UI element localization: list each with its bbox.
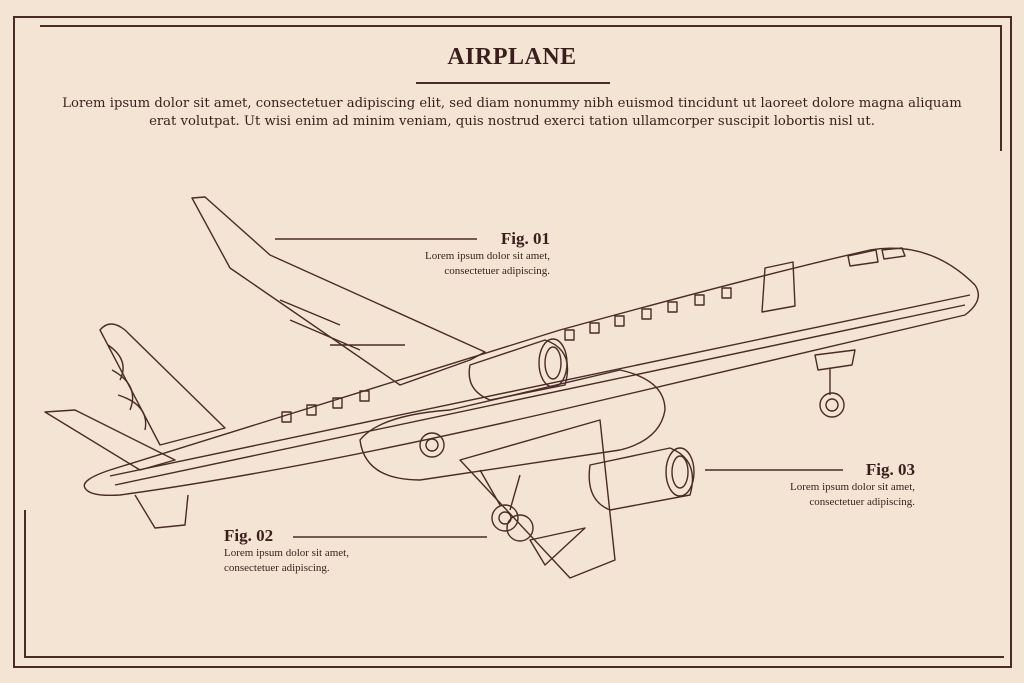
figure-text-line: Lorem ipsum dolor sit amet, <box>425 250 550 262</box>
engine-upper <box>468 338 569 401</box>
title-underline <box>416 82 610 84</box>
frame-outer-left <box>13 16 15 667</box>
lower-wing <box>459 419 616 579</box>
figure-label: Fig. 02 <box>224 526 274 545</box>
figure-03-callout: Fig. 03 Lorem ipsum dolor sit amet, cons… <box>790 460 915 510</box>
windows <box>281 287 732 423</box>
main-landing-gear <box>419 432 534 542</box>
figure-text-line: consectetuer adipiscing. <box>224 562 330 574</box>
figure-text-line: Lorem ipsum dolor sit amet, <box>790 481 915 493</box>
upper-wing <box>191 196 486 386</box>
frame-outer-right <box>1010 16 1012 668</box>
figure-text-line: consectetuer adipiscing. <box>809 496 915 508</box>
wing-fairing <box>359 369 666 481</box>
figure-label: Fig. 03 <box>865 460 915 479</box>
door <box>761 261 796 313</box>
vertical-tail <box>99 323 226 446</box>
cockpit-window <box>847 249 879 267</box>
intro-paragraph: Lorem ipsum dolor sit amet, consectetuer… <box>62 96 962 129</box>
engine-lower <box>588 447 695 511</box>
figure-label: Fig. 01 <box>500 229 550 248</box>
figure-02-callout: Fig. 02 Lorem ipsum dolor sit amet, cons… <box>224 526 349 576</box>
figure-text-line: Lorem ipsum dolor sit amet, <box>224 547 349 559</box>
frame-outer-bottom <box>13 666 1011 668</box>
frame-inner-left <box>24 510 26 658</box>
frame-outer-top <box>13 16 1011 18</box>
page-title: AIRPLANE <box>447 44 577 70</box>
nose-landing-gear <box>814 349 856 418</box>
fuselage <box>83 247 979 497</box>
horizontal-stabilizer <box>44 409 176 471</box>
figure-text-line: consectetuer adipiscing. <box>444 265 550 277</box>
frame-inner-right <box>1000 25 1002 151</box>
frame-inner-top <box>40 25 1002 27</box>
figure-01-callout: Fig. 01 Lorem ipsum dolor sit amet, cons… <box>425 229 550 279</box>
cockpit-window <box>881 247 906 260</box>
frame-inner-bottom <box>24 656 1004 658</box>
ventral-fin <box>134 494 189 529</box>
